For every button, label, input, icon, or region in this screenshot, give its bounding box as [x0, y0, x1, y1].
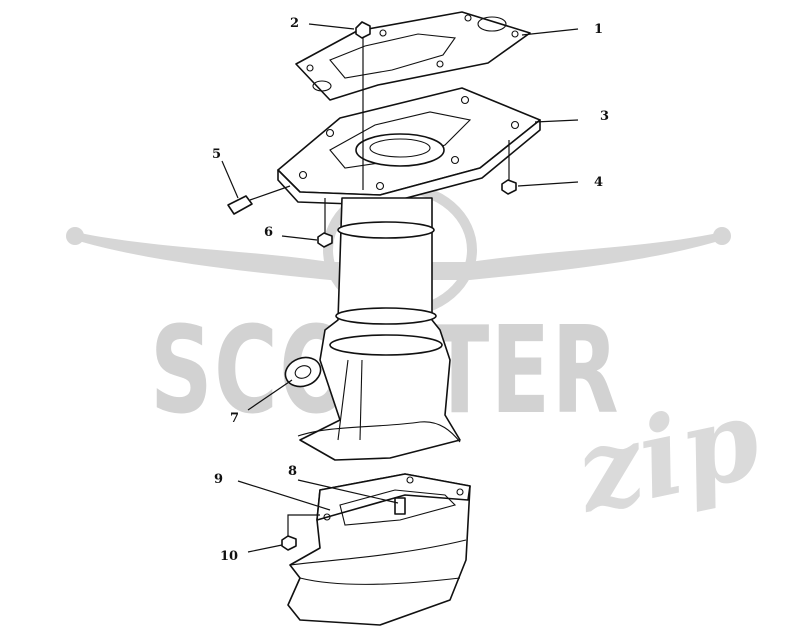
callout-1: 1 [594, 22, 603, 37]
part-6-bolt [317, 198, 333, 248]
part-5-fitting [227, 185, 291, 215]
lower-housing [287, 473, 471, 626]
callout-2: 2 [290, 16, 299, 31]
callout-4: 4 [594, 175, 603, 190]
part-1-gasket [295, 11, 531, 101]
callout-7: 7 [230, 411, 239, 426]
part-10-bolt [281, 514, 320, 551]
leader-lines [221, 23, 579, 553]
callout-labels: 1 2 3 4 5 6 7 8 9 10 [212, 16, 609, 564]
callout-8: 8 [288, 464, 297, 479]
part-2-nut [355, 21, 371, 190]
part-3-mounting-plate [277, 87, 541, 206]
part-7-grommet [284, 356, 322, 388]
exhaust-housing [297, 197, 461, 461]
callout-3: 3 [600, 109, 609, 124]
part-4-bolt [501, 140, 517, 195]
callout-6: 6 [264, 225, 273, 240]
callout-9: 9 [214, 472, 223, 487]
callout-5: 5 [212, 147, 221, 162]
callout-10: 10 [220, 549, 238, 564]
